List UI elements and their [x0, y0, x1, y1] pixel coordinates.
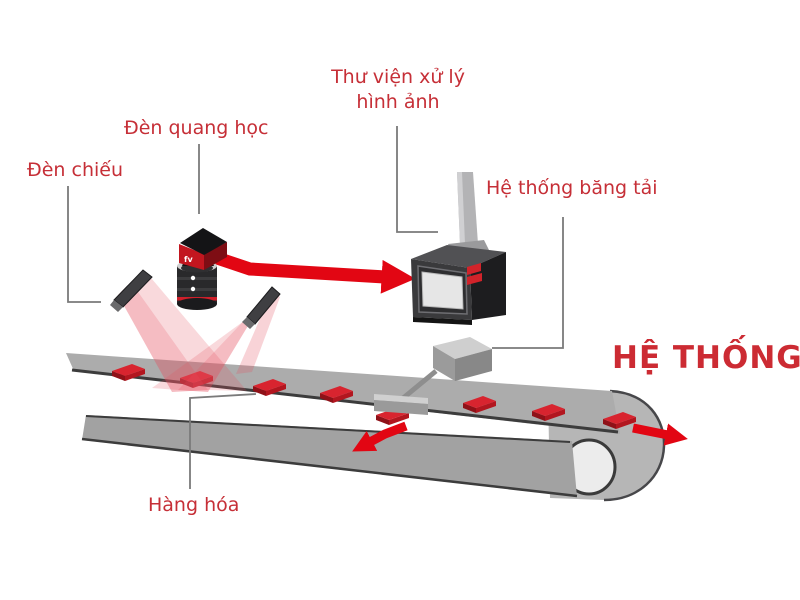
diagram-title: HỆ THỐNG [612, 340, 800, 376]
label-thu-vien-line2: hình ảnh [356, 91, 440, 113]
conveyor-belt-graphic [66, 353, 666, 502]
pusher-unit-icon [374, 337, 492, 415]
label-den-quang-hoc: Đèn quang học [124, 117, 269, 139]
pointer-he-thong-bang-tai [492, 217, 564, 349]
camera-icon: fv [177, 228, 227, 310]
reject-direction-arrow [352, 421, 408, 452]
pointer-hang-hoa [189, 393, 257, 489]
belt-exit-arrow [632, 423, 688, 446]
label-hang-hoa: Hàng hóa [148, 494, 240, 516]
label-thu-vien-line1: Thư viện xử lý [331, 66, 465, 88]
camera-to-computer-arrow [214, 251, 416, 294]
label-he-thong-bang-tai: Hệ thống băng tải [486, 177, 658, 199]
pointer-lines [67, 126, 564, 489]
computer-screen [421, 271, 464, 310]
camera-logo: fv [184, 255, 193, 264]
pointer-den-chieu [67, 186, 101, 303]
light-beams [118, 272, 280, 392]
optical-light-icon [242, 286, 281, 329]
label-thu-vien-xu-ly: Thư viện xử lý hình ảnh [317, 65, 479, 115]
belt-bottom-run [82, 415, 577, 497]
computer-icon [411, 172, 506, 325]
pointer-thu-vien [396, 126, 438, 233]
projector-light-icon [110, 269, 153, 312]
label-den-chieu: Đèn chiếu [27, 159, 123, 181]
